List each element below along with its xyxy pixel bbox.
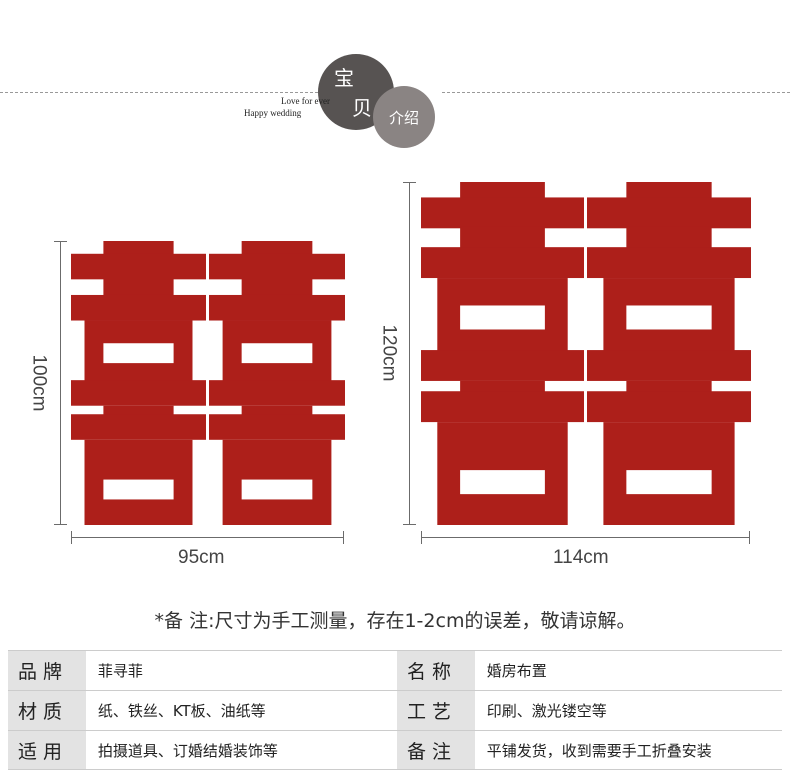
xi-character-right	[587, 182, 751, 525]
spec-row: 材质 纸、铁丝、KT板、油纸等 工艺 印刷、激光镂空等	[8, 690, 782, 730]
spec-value: 印刷、激光镂空等	[486, 702, 607, 720]
xi-stroke	[209, 294, 345, 321]
spec-row: 品牌 菲寻菲 名称 婚房布置	[8, 650, 782, 690]
spec-row: 适用 拍摄道具、订婚结婚装饰等 备注 平铺发货，收到需要手工折叠安装	[8, 730, 782, 770]
width-dimension-tick-right	[749, 531, 750, 544]
xi-stroke	[587, 350, 751, 381]
height-dimension-line-large	[409, 182, 410, 525]
xi-stroke	[421, 391, 584, 423]
xi-cutout	[241, 479, 313, 500]
xi-stroke	[209, 253, 345, 280]
xi-cutout	[626, 305, 712, 330]
xi-stroke	[421, 197, 584, 229]
spec-key: 备注	[396, 731, 475, 769]
header-circle-light: 介绍	[373, 86, 435, 148]
spec-value: 平铺发货，收到需要手工折叠安装	[486, 741, 712, 760]
spec-key: 工艺	[396, 691, 475, 730]
xi-stroke	[71, 414, 206, 440]
xi-cutout	[241, 343, 313, 364]
height-dimension-tick-bottom	[403, 524, 416, 525]
xi-cutout	[460, 305, 545, 330]
header-tagline-love: Love for ever	[281, 96, 330, 106]
width-dimension-line-small	[71, 537, 344, 538]
spec-key: 品牌	[8, 651, 86, 690]
xi-stroke	[71, 294, 206, 321]
height-dimension-tick-bottom	[54, 524, 67, 525]
height-label-large: 120cm	[378, 324, 400, 382]
header-divider-left	[0, 92, 318, 93]
height-dimension-line-small	[60, 241, 61, 525]
xi-stroke	[71, 380, 206, 406]
width-dimension-tick-left	[71, 531, 72, 544]
spec-value: 婚房布置	[486, 662, 547, 680]
height-dimension-tick-top	[54, 241, 67, 242]
header-intro-label: 介绍	[388, 108, 419, 127]
width-label-small: 95cm	[178, 547, 225, 568]
width-dimension-line-large	[421, 537, 750, 538]
spec-table: 品牌 菲寻菲 名称 婚房布置 材质 纸、铁丝、KT板、油纸等 工艺 印刷、激光镂…	[8, 650, 782, 770]
spec-key: 材质	[8, 691, 86, 730]
xi-stroke	[587, 391, 751, 423]
measurement-note: *备 注:尺寸为手工测量，存在1-2cm的误差，敬请谅解。	[154, 610, 636, 632]
xi-stroke	[209, 414, 345, 440]
xi-stroke	[421, 247, 584, 279]
xi-character-left	[71, 241, 206, 525]
header-tagline-wedding: Happy wedding	[244, 108, 302, 118]
spec-key: 适用	[8, 731, 86, 769]
double-happiness-small	[71, 241, 345, 525]
width-label-large: 114cm	[553, 547, 609, 568]
header-divider-right	[442, 92, 790, 93]
spec-value: 拍摄道具、订婚结婚装饰等	[97, 741, 278, 760]
xi-cutout	[103, 479, 174, 500]
xi-stroke	[587, 197, 751, 229]
xi-cutout	[103, 343, 174, 364]
header-char-bao: 宝	[334, 66, 354, 90]
header-char-bei: 贝	[352, 96, 372, 120]
xi-stroke	[209, 380, 345, 406]
spec-value: 纸、铁丝、KT板、油纸等	[97, 702, 266, 720]
xi-stroke	[587, 247, 751, 279]
height-label-small: 100cm	[28, 354, 50, 412]
xi-character-right	[209, 241, 345, 525]
spec-key: 名称	[396, 651, 475, 690]
xi-stroke	[421, 350, 584, 381]
spec-value: 菲寻菲	[97, 662, 143, 680]
height-dimension-tick-top	[403, 182, 416, 183]
width-dimension-tick-left	[421, 531, 422, 544]
xi-cutout	[460, 470, 545, 495]
xi-stroke	[71, 253, 206, 280]
xi-character-left	[421, 182, 584, 525]
xi-cutout	[626, 470, 712, 495]
double-happiness-large	[421, 182, 751, 525]
width-dimension-tick-right	[343, 531, 344, 544]
